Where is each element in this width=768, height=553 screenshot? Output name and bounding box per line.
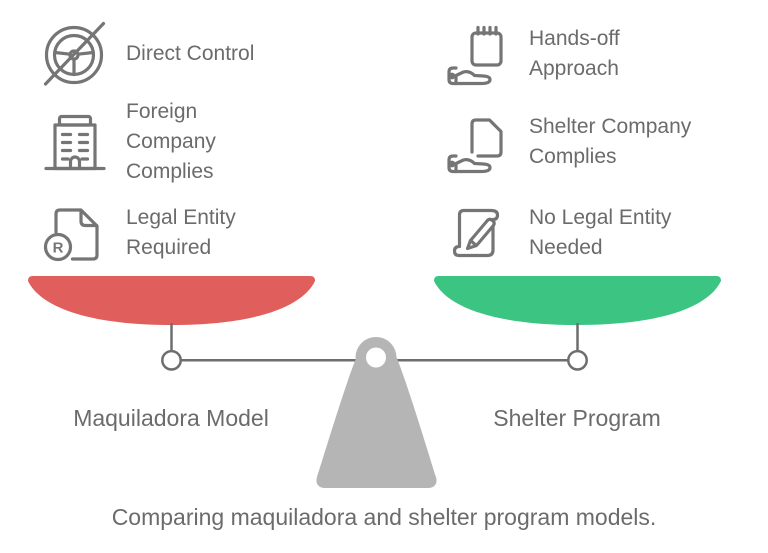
left-hanger-ring	[161, 349, 182, 371]
pedestal	[316, 337, 437, 488]
office-building-icon	[40, 107, 110, 177]
registered-mark: R	[53, 240, 64, 257]
left-pan	[28, 276, 315, 325]
list-item-shelter-company-complies: Shelter Company Complies	[443, 97, 691, 187]
right-pan	[434, 276, 721, 325]
list-item-hands-off-approach: Hands-off Approach	[443, 10, 620, 98]
contract-signing-icon	[443, 198, 513, 268]
hand-calendar-icon	[443, 19, 513, 89]
list-item-direct-control: Direct Control	[40, 10, 254, 98]
item-label: Shelter Company Complies	[529, 115, 692, 168]
registered-document-icon: R	[40, 198, 110, 268]
item-label: Hands-off Approach	[529, 27, 620, 80]
no-steering-wheel-icon	[40, 19, 110, 89]
list-item-foreign-company-complies: Foreign Company Complies	[40, 97, 216, 187]
list-item-no-legal-entity-needed: No Legal Entity Needed	[443, 191, 671, 275]
left-side-label: Maquiladora Model	[73, 405, 269, 431]
hand-document-icon	[443, 107, 513, 177]
item-label: No Legal Entity Needed	[529, 206, 672, 259]
item-label: Foreign Company Complies	[126, 100, 216, 183]
item-label: Direct Control	[126, 42, 255, 65]
caption: Comparing maquiladora and shelter progra…	[111, 504, 657, 530]
pivot-hole	[366, 347, 386, 368]
right-hanger-ring	[567, 349, 588, 371]
right-side-label: Shelter Program	[493, 405, 661, 431]
item-label: Legal Entity Required	[126, 206, 236, 259]
list-item-legal-entity-required: R Legal Entity Required	[40, 191, 236, 275]
